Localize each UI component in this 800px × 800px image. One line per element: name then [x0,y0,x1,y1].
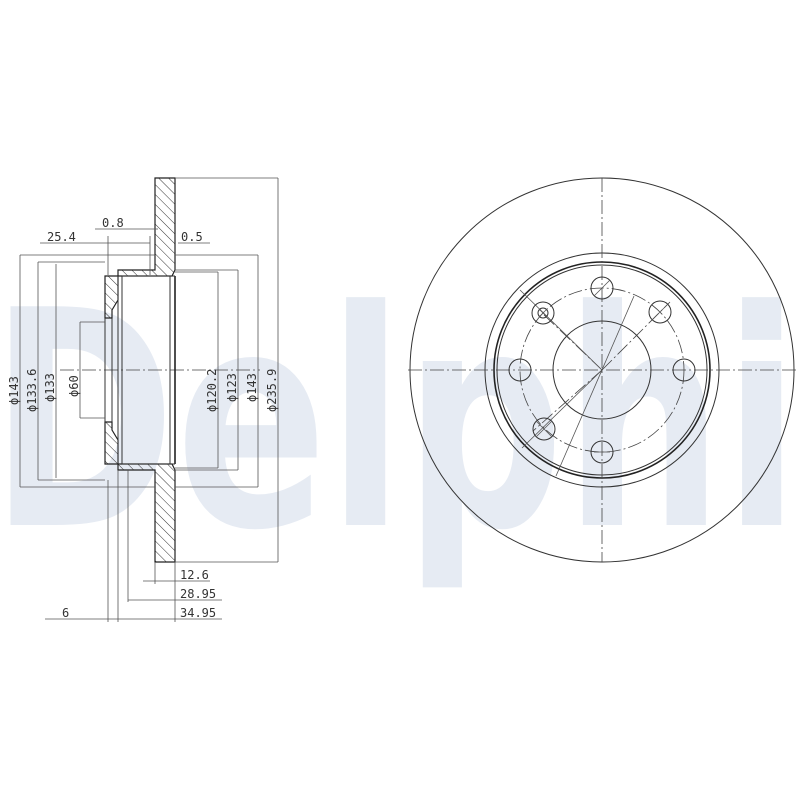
dim-6: 6 [62,606,69,620]
bolt-hole-bottom [590,440,614,464]
dim-0-5: 0.5 [181,230,203,244]
bolt-hole-bottom-left [532,417,556,441]
marking-icon [537,307,549,319]
dim-phi60: ϕ60 [67,375,81,397]
dim-25-4: 25.4 [47,230,76,244]
bolt-hole-right [672,358,696,382]
dim-phi120-2: ϕ120.2 [205,369,219,412]
dim-0-8: 0.8 [102,216,124,230]
bolt-hole-left [508,358,532,382]
dim-phi143-left: ϕ143 [7,376,21,405]
bolt-hole-top [590,276,614,300]
dim-12-6: 12.6 [180,568,209,582]
dim-28-95: 28.95 [180,587,216,601]
dim-phi133: ϕ133 [43,373,57,402]
front-disc-view [408,177,796,563]
side-section-view: 25.4 0.8 0.5 ϕ143 ϕ133.6 ϕ133 ϕ60 ϕ120.2… [7,177,279,622]
dim-phi133-6: ϕ133.6 [25,369,39,412]
dim-phi235-9: ϕ235.9 [265,369,279,412]
bolt-holes [508,276,696,464]
bolt-hole-top-right [648,300,672,324]
bolt-hole-marked [531,301,555,325]
dim-phi143-right: ϕ143 [245,373,259,402]
dim-34-95: 34.95 [180,606,216,620]
dim-phi123: ϕ123 [225,373,239,402]
